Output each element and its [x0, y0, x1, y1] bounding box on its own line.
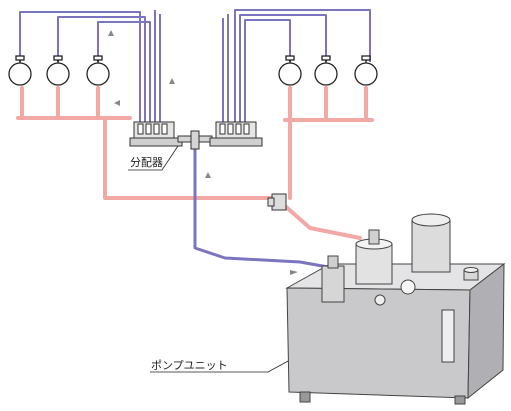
bearing-point-icon: [278, 55, 302, 86]
arrow-icon: [114, 100, 120, 106]
supply-main-line: [193, 148, 346, 272]
arrow-icon: [205, 172, 211, 178]
arrow-icon: [290, 270, 298, 275]
bearing-point-icon: [314, 55, 338, 86]
bearing-point-icon: [86, 55, 110, 86]
distributor-right: [209, 121, 263, 147]
return-valve: [267, 193, 287, 211]
distributor-tee: [177, 130, 213, 150]
distributor-label: 分配器: [130, 156, 163, 169]
return-lines: [16, 86, 374, 240]
pump-unit-label: ポンプユニット: [151, 359, 228, 372]
distributor-leader-line: [128, 145, 179, 171]
bearing-points: [8, 55, 378, 86]
arrow-icon: [108, 30, 114, 36]
pump-unit: [285, 213, 506, 405]
arrow-icon: [169, 78, 175, 84]
bearing-point-icon: [8, 55, 32, 86]
supply-lines: [19, 9, 371, 272]
bearing-point-icon: [46, 55, 70, 86]
flow-arrows: [108, 30, 298, 275]
distributor-left: [129, 121, 183, 147]
pump-leader-line: [150, 359, 291, 373]
bearing-point-icon: [354, 55, 378, 86]
return-line-to-pump: [283, 204, 362, 240]
